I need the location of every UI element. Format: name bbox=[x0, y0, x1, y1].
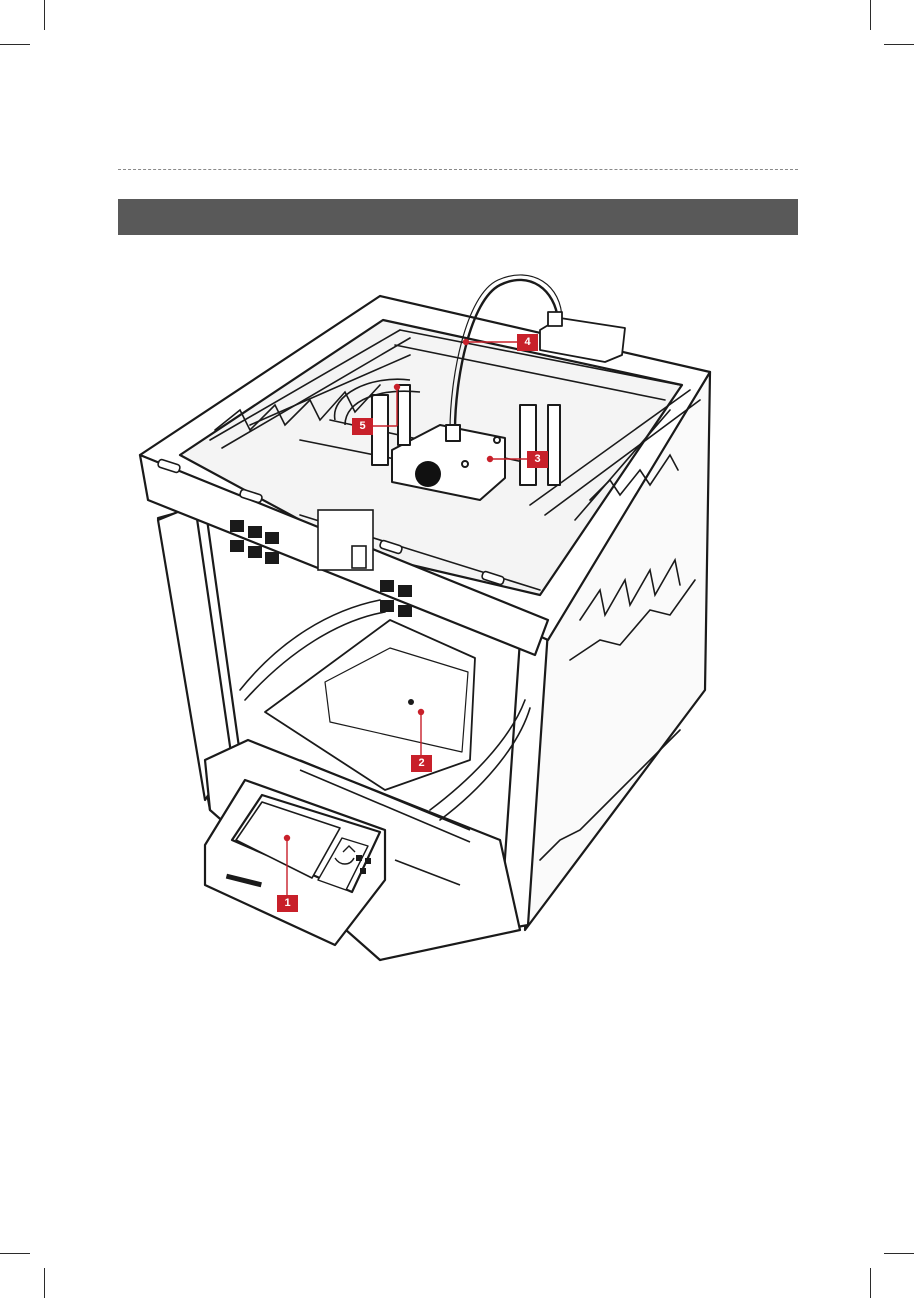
carriage-block-small bbox=[351, 545, 367, 569]
nozzle-fitting bbox=[445, 424, 461, 442]
print-head-post-back bbox=[397, 384, 411, 446]
crop-mark-bottom-left-v bbox=[44, 1268, 45, 1298]
nozzle-hole bbox=[461, 460, 469, 468]
crop-mark-bottom-left-h bbox=[0, 1253, 30, 1254]
build-plate-center bbox=[408, 699, 414, 705]
rail-slot bbox=[239, 488, 263, 504]
rail-slot bbox=[379, 539, 403, 555]
cooling-fan bbox=[415, 461, 441, 487]
rail-slot bbox=[157, 458, 181, 474]
dashed-divider bbox=[118, 169, 798, 170]
crop-mark-top-left-h bbox=[0, 44, 30, 45]
crop-mark-top-left-v bbox=[44, 0, 45, 30]
crop-mark-bottom-right-h bbox=[884, 1253, 914, 1254]
section-title-bar bbox=[118, 199, 798, 235]
callout-4: 4 bbox=[517, 334, 538, 351]
crop-mark-top-right-v bbox=[870, 0, 871, 30]
spool-connector bbox=[547, 311, 563, 327]
print-head-post-back2 bbox=[547, 404, 561, 486]
crop-mark-bottom-right-v bbox=[870, 1268, 871, 1298]
callout-3: 3 bbox=[527, 451, 548, 468]
print-head-post-right bbox=[519, 404, 537, 486]
nozzle-hole-2 bbox=[493, 436, 501, 444]
callout-1: 1 bbox=[277, 895, 298, 912]
crop-mark-top-right-h bbox=[884, 44, 914, 45]
print-head-post-left bbox=[371, 394, 389, 466]
rail-slot bbox=[481, 570, 505, 586]
callout-5: 5 bbox=[352, 418, 373, 435]
build-plate-surface bbox=[324, 647, 469, 753]
callout-2: 2 bbox=[411, 755, 432, 772]
